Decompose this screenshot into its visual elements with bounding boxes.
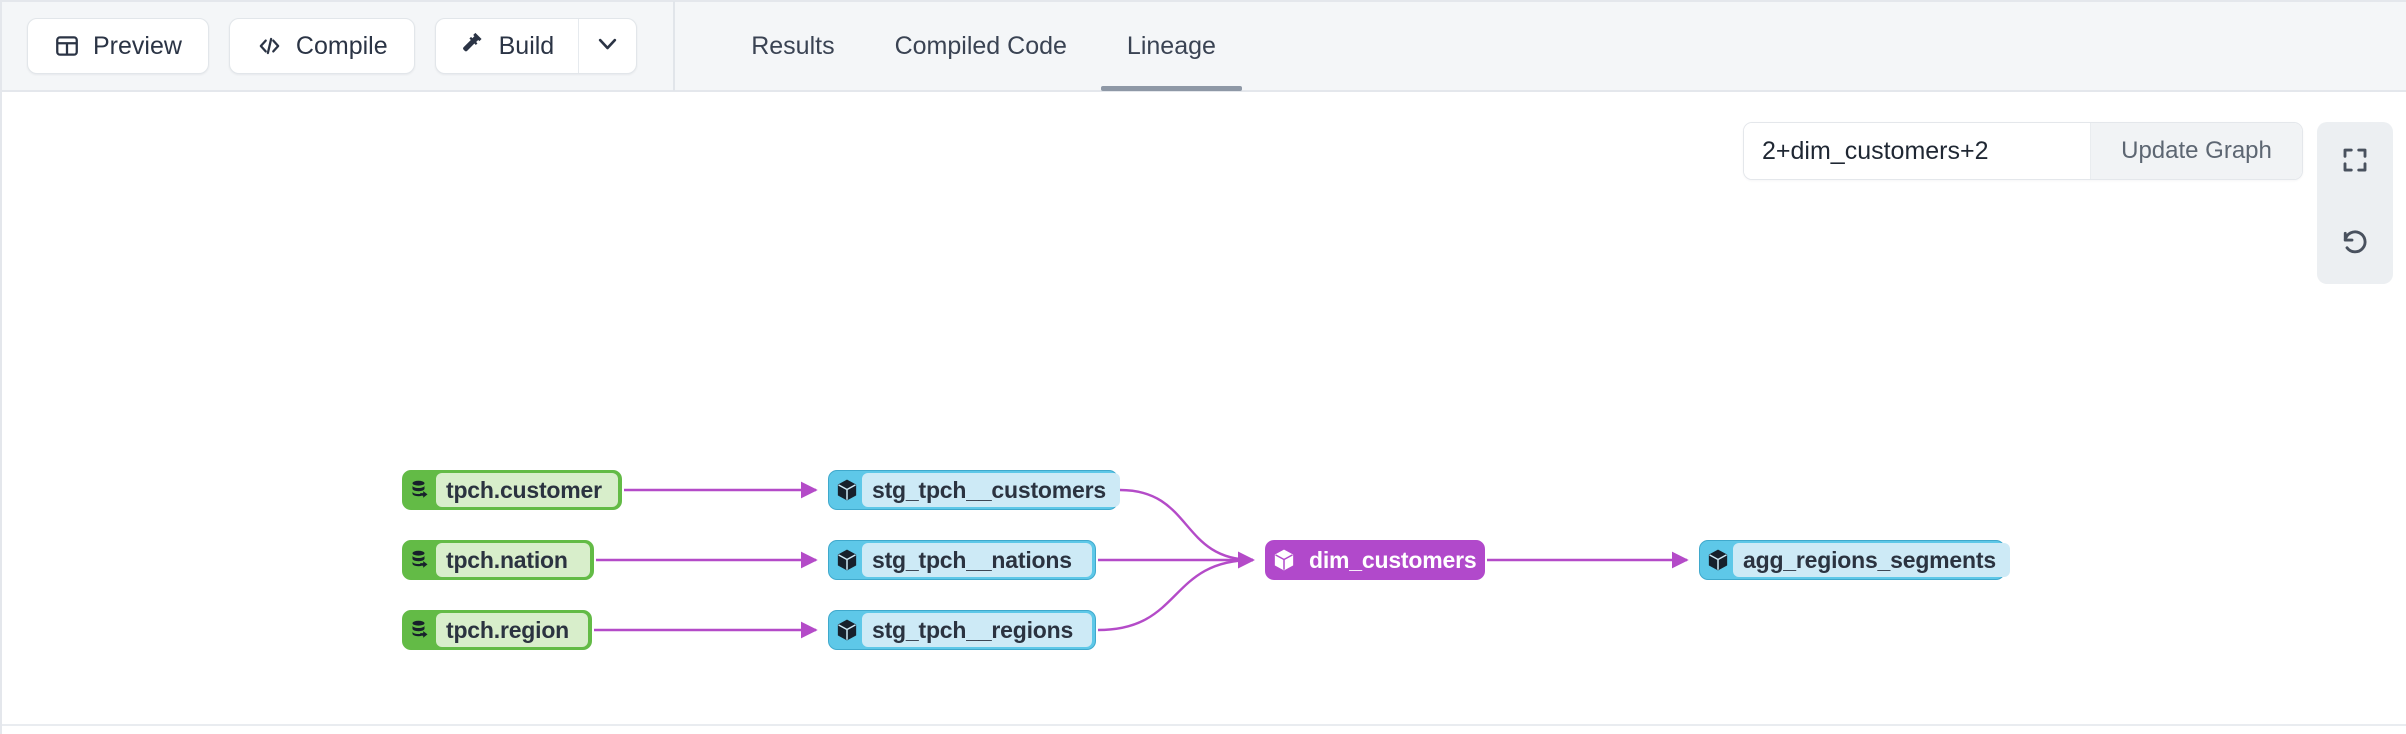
top-bar: Preview Compile bbox=[2, 1, 2406, 92]
graph-node-tpch_customer[interactable]: tpch.customer bbox=[402, 470, 622, 510]
selector-input[interactable] bbox=[1744, 123, 2090, 179]
tab-lineage[interactable]: Lineage bbox=[1097, 1, 1246, 91]
compile-button[interactable]: Compile bbox=[228, 18, 415, 74]
build-dropdown-toggle[interactable] bbox=[578, 19, 636, 73]
tab-results[interactable]: Results bbox=[721, 1, 864, 91]
compile-button-label: Compile bbox=[295, 31, 388, 60]
chevron-down-icon bbox=[594, 30, 621, 62]
cube-icon bbox=[832, 543, 862, 577]
toolbar-divider bbox=[673, 1, 676, 91]
node-layer: tpch.customer tpch.nation tpch.region stg_t… bbox=[2, 94, 2406, 734]
graph-node-label: tpch.nation bbox=[436, 543, 590, 577]
graph-node-stg_tpch__nations[interactable]: stg_tpch__nations bbox=[828, 540, 1096, 580]
action-toolbar: Preview Compile bbox=[2, 1, 638, 91]
tab-compiled-code[interactable]: Compiled Code bbox=[865, 1, 1097, 91]
database-source-icon bbox=[406, 543, 436, 577]
reset-view-button[interactable] bbox=[2325, 216, 2385, 272]
graph-node-stg_tpch__customers[interactable]: stg_tpch__customers bbox=[828, 470, 1120, 510]
tab-results-label: Results bbox=[751, 31, 835, 60]
graph-node-agg_regions_segments[interactable]: agg_regions_segments bbox=[1699, 540, 2010, 580]
table-icon bbox=[54, 33, 80, 59]
update-graph-button[interactable]: Update Graph bbox=[2090, 123, 2302, 179]
selector-control: Update Graph bbox=[1743, 122, 2303, 180]
preview-button-label: Preview bbox=[93, 31, 182, 60]
database-source-icon bbox=[406, 473, 436, 507]
lineage-canvas[interactable]: tpch.customer tpch.nation tpch.region stg_t… bbox=[2, 94, 2406, 734]
fullscreen-icon bbox=[2340, 145, 2370, 180]
graph-edge-stg_tpch__regions-to-dim_customers bbox=[1097, 551, 1255, 632]
graph-tool-panel bbox=[2317, 122, 2393, 284]
graph-node-label: tpch.customer bbox=[436, 473, 618, 507]
graph-node-tpch_nation[interactable]: tpch.nation bbox=[402, 540, 594, 580]
tab-lineage-label: Lineage bbox=[1126, 31, 1216, 60]
build-button-label: Build bbox=[498, 31, 555, 60]
graph-node-tpch_region[interactable]: tpch.region bbox=[402, 610, 592, 650]
graph-node-label: stg_tpch__customers bbox=[862, 473, 1120, 507]
cube-icon bbox=[832, 613, 862, 647]
cube-icon bbox=[1269, 543, 1299, 577]
cube-icon bbox=[1703, 543, 1733, 577]
preview-button[interactable]: Preview bbox=[27, 18, 209, 74]
reset-icon bbox=[2340, 227, 2370, 262]
code-icon bbox=[256, 33, 283, 59]
graph-node-label: dim_customers bbox=[1309, 546, 1477, 573]
edge-layer bbox=[594, 481, 1689, 639]
tab-compiled-code-label: Compiled Code bbox=[894, 31, 1067, 60]
cube-icon bbox=[832, 473, 862, 507]
graph-node-stg_tpch__regions[interactable]: stg_tpch__regions bbox=[828, 610, 1096, 650]
graph-node-label: agg_regions_segments bbox=[1733, 543, 2010, 577]
fullscreen-button[interactable] bbox=[2325, 134, 2385, 190]
build-split-button: Build bbox=[434, 18, 638, 74]
graph-node-label: stg_tpch__nations bbox=[862, 543, 1092, 577]
graph-edge-stg_tpch__customers-to-dim_customers bbox=[1119, 488, 1255, 569]
canvas-bottom-rule bbox=[2, 724, 2406, 726]
hammer-icon bbox=[460, 30, 486, 63]
database-source-icon bbox=[406, 613, 436, 647]
graph-node-dim_customers[interactable]: dim_customers bbox=[1265, 540, 1485, 580]
graph-node-label: tpch.region bbox=[436, 613, 588, 647]
build-button[interactable]: Build bbox=[436, 19, 579, 73]
graph-node-label: stg_tpch__regions bbox=[862, 613, 1092, 647]
tab-bar: Results Compiled Code Lineage bbox=[675, 1, 1246, 91]
